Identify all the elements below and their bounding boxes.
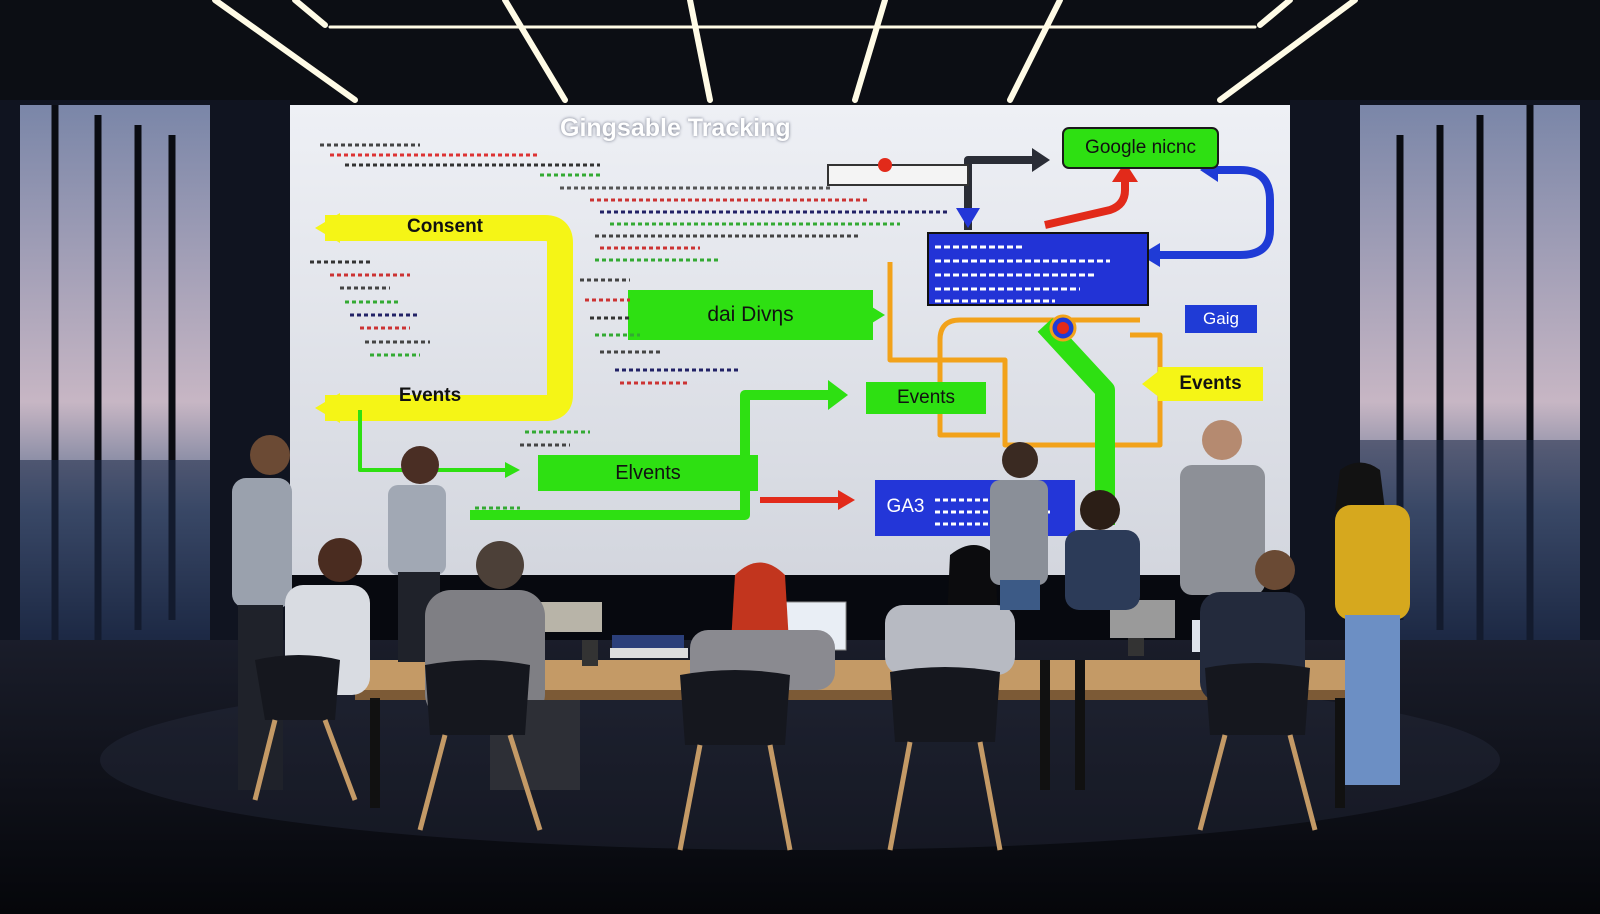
google-nicnc-label: Google nicnc xyxy=(1085,137,1196,158)
floor xyxy=(0,640,1600,914)
ga-box-label: GA3 xyxy=(886,496,925,517)
consent-label: Consent xyxy=(407,216,483,237)
conference-table xyxy=(338,660,1378,808)
flowchart-boxes xyxy=(538,127,1263,536)
dai-divns-label: dai Divηs xyxy=(707,303,794,326)
chair-legs xyxy=(252,719,1318,851)
events-label-middle: Events xyxy=(896,387,956,408)
elvents-label: Elvents xyxy=(615,461,681,484)
code-snippets xyxy=(310,143,950,510)
chairs xyxy=(255,655,1310,745)
ceiling-lights xyxy=(212,0,1358,103)
code-in-blue-box xyxy=(935,245,1110,303)
events-label-right: Events xyxy=(1179,373,1242,394)
gaig-label: Gaig xyxy=(1203,309,1239,328)
wall-title: Gingsable Tracking xyxy=(560,114,791,142)
left-windows xyxy=(20,105,210,645)
events-label-left: Events xyxy=(398,385,462,406)
